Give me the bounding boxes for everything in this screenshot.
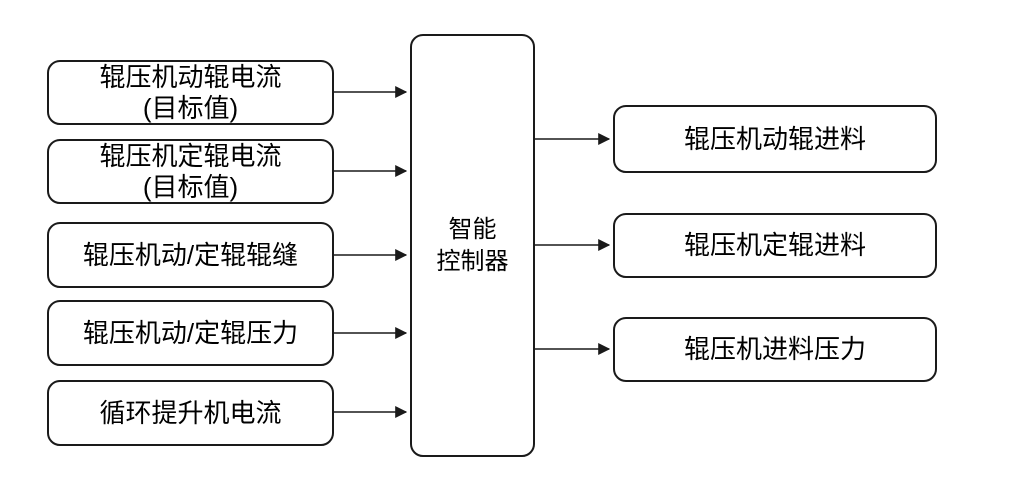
node-label-line: 辊压机定辊电流 [99,140,282,171]
node-label-line: (目标值) [142,92,239,123]
node-label-line: 辊压机动辊电流 [99,61,282,92]
node-label-line: (目标值) [142,171,239,202]
node-label-line: 辊压机进料压力 [683,334,866,365]
input-box-roller-gap: 辊压机动/定辊辊缝 [47,222,334,288]
node-label-line: 辊压机动/定辊辊缝 [82,239,299,270]
output-box-fixed-roller-feed: 辊压机定辊进料 [613,213,937,278]
input-box-moving-roller-current-target: 辊压机动辊电流 (目标值) [47,60,334,125]
output-box-moving-roller-feed: 辊压机动辊进料 [613,105,937,173]
node-label-line: 循环提升机电流 [99,397,282,428]
node-label-line: 控制器 [436,247,509,275]
input-box-fixed-roller-current-target: 辊压机定辊电流 (目标值) [47,139,334,204]
input-box-circulating-elevator-current: 循环提升机电流 [47,380,334,446]
input-box-roller-pressure: 辊压机动/定辊压力 [47,300,334,366]
output-box-feed-pressure: 辊压机进料压力 [613,317,937,382]
node-label-line: 辊压机动/定辊压力 [82,317,299,348]
node-label-line: 辊压机动辊进料 [683,123,866,154]
controller-box: 智能 控制器 [410,34,535,457]
node-label-line: 辊压机定辊进料 [683,230,866,261]
node-label-line: 智能 [448,216,497,244]
